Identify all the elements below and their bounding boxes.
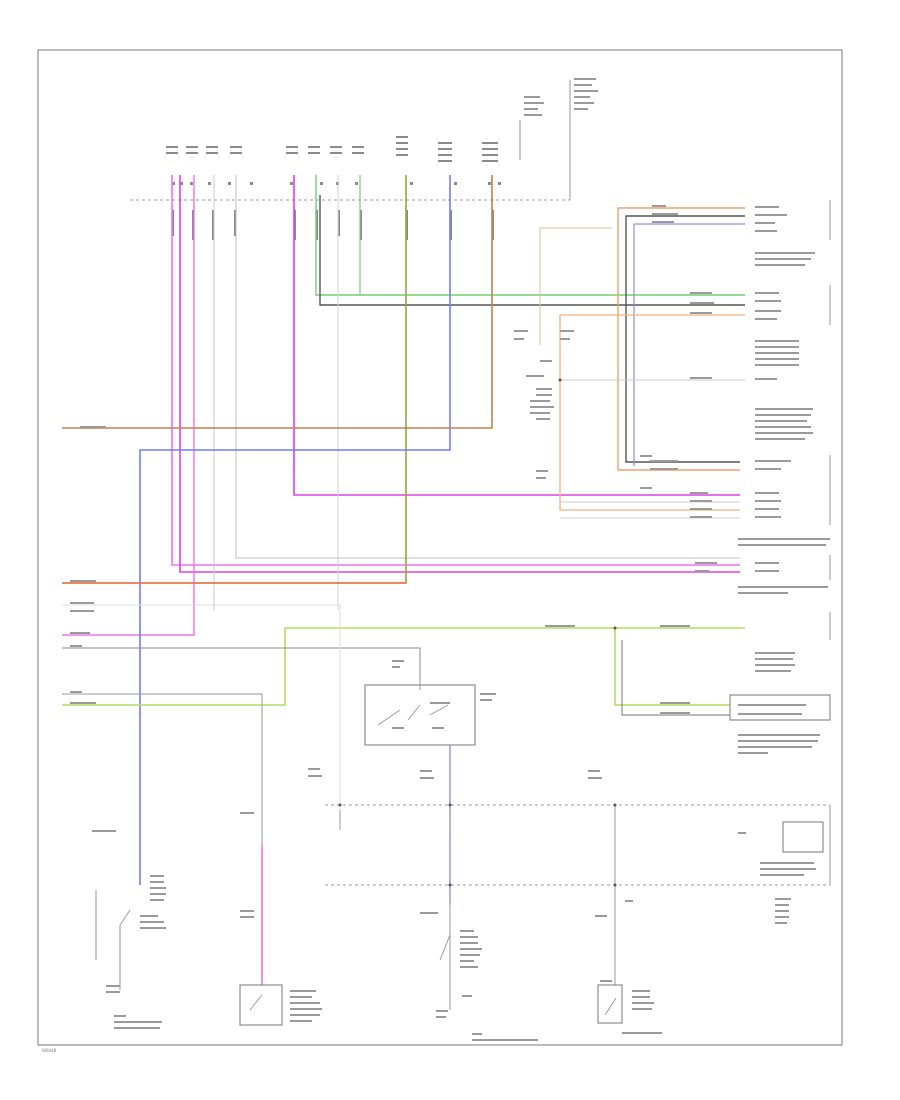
wire-magenta-2 — [293, 175, 740, 496]
top-leaders — [519, 78, 598, 200]
wire-lime-1 — [62, 627, 745, 706]
wire-orange-2 — [559, 314, 745, 511]
wire-brown-1 — [62, 175, 493, 429]
splice-dots — [338, 378, 617, 887]
wire-lightgray-2 — [235, 175, 740, 559]
wire-run-labels — [70, 205, 717, 714]
wire-magenta-1 — [179, 175, 740, 573]
figure-id: W6048 — [42, 1048, 57, 1053]
ecm-connector-labels — [166, 136, 501, 185]
splice-labels — [514, 330, 574, 479]
center-switch — [364, 660, 496, 746]
bottom-drops — [95, 805, 616, 1010]
wire-orange-top — [617, 207, 745, 471]
wire-olive-1 — [62, 175, 407, 584]
wire-darkgray-2 — [621, 640, 730, 716]
wire-pink-1 — [171, 175, 740, 566]
wire-gray-left-2 — [62, 693, 263, 845]
right-modules — [729, 200, 831, 721]
ground-bus-labels — [738, 832, 816, 924]
wire-gray-left-1 — [62, 647, 421, 685]
diagram-frame — [37, 49, 843, 1046]
oil-pressure-switch — [239, 984, 283, 1026]
wire-darkgray-1 — [319, 195, 745, 306]
wire-pink-2 — [62, 175, 195, 636]
wire-green-1 — [315, 175, 745, 296]
relay-module — [782, 821, 824, 853]
fuel-switch — [597, 984, 623, 1024]
wire-blue-1 — [139, 175, 451, 885]
wire-lime-2 — [614, 628, 730, 706]
vertical-wire-labels — [172, 210, 494, 240]
right-label-blocks — [738, 206, 830, 754]
wire-lavender-top — [633, 223, 745, 466]
wire-gray-left-3 — [62, 604, 341, 810]
wire-darkgray-top — [625, 215, 745, 463]
bottom-labels — [92, 768, 662, 1041]
